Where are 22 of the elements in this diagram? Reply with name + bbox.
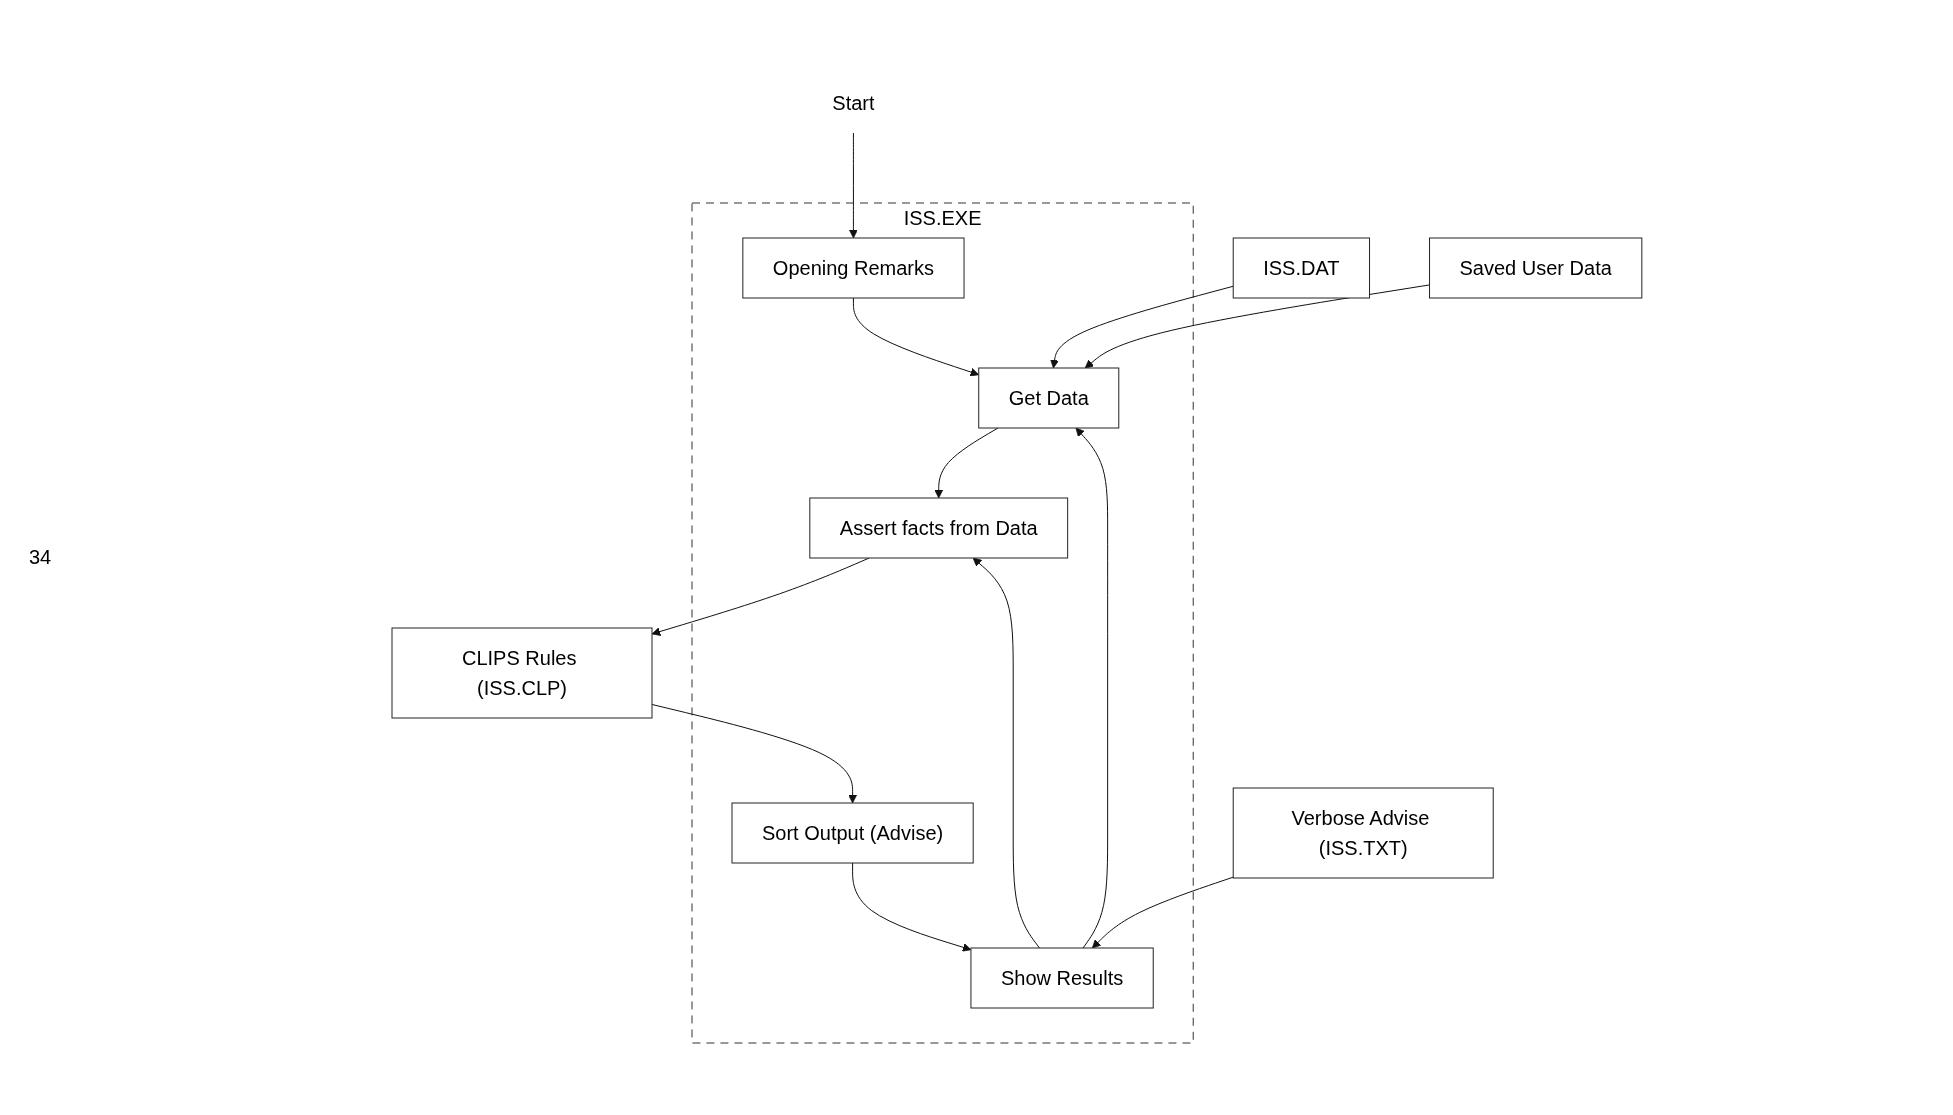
arrow xyxy=(1091,876,1234,948)
node-box: Get Data xyxy=(977,367,1119,428)
arrow xyxy=(852,297,979,376)
node-box: Sort Output (Advise) xyxy=(731,802,974,863)
node-box: Assert facts from Data xyxy=(808,497,1068,558)
arrow xyxy=(651,557,870,636)
node-box: CLIPS Rules (ISS.CLP) xyxy=(391,627,653,718)
arrow xyxy=(848,132,858,238)
node-box: Saved User Data xyxy=(1428,237,1642,298)
arrow xyxy=(933,427,999,498)
node-box: Verbose Advise (ISS.TXT) xyxy=(1232,787,1494,878)
arrow xyxy=(651,703,857,803)
node-box: Opening Remarks xyxy=(741,237,965,298)
arrow xyxy=(972,557,1040,948)
arrow xyxy=(1049,285,1234,368)
arrow xyxy=(1084,283,1430,368)
node-box: Show Results xyxy=(970,947,1154,1008)
arrow xyxy=(851,862,971,952)
page-number: 34 xyxy=(27,546,53,569)
node-text: Start xyxy=(831,91,875,114)
node-box: ISS.DAT xyxy=(1232,237,1370,298)
arrow xyxy=(1075,427,1108,948)
